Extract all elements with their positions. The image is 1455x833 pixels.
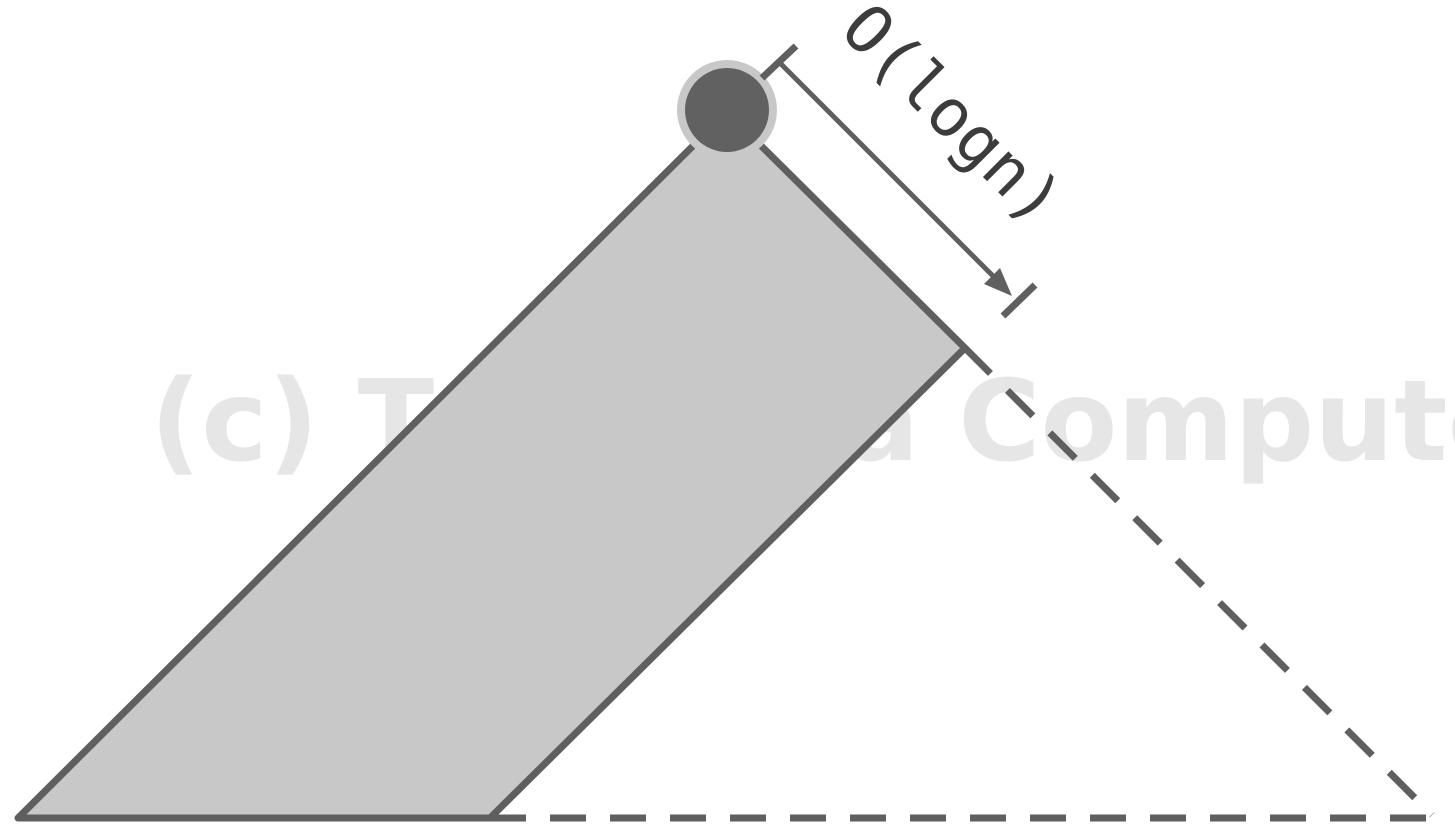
dashed-right-edge [962,345,1435,818]
shaded-subtree-region [14,108,969,822]
complexity-label: O(logn) [827,0,1078,240]
dimension-end-tick [1000,282,1038,319]
dimension-line [777,60,1002,285]
root-node [685,68,769,152]
dimension-arrowhead [984,268,1012,296]
